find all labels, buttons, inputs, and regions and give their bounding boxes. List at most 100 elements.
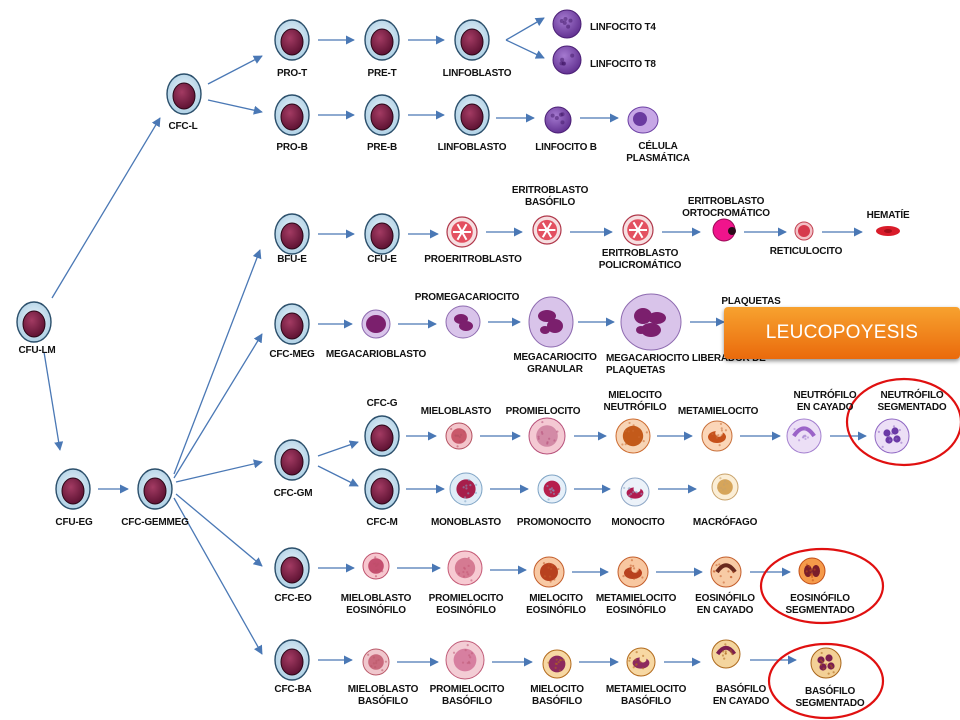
cell-cfu-lm bbox=[17, 302, 51, 342]
label-promielocito-eo: PROMIELOCITO EOSINÓFILO bbox=[429, 593, 504, 617]
cell-linfoblasto-b bbox=[455, 95, 489, 135]
cell-cfc-l bbox=[167, 74, 201, 114]
cell-cfc-eo bbox=[275, 548, 309, 588]
cell-cfu-e bbox=[365, 214, 399, 254]
cell-celula-plasmatica bbox=[628, 107, 658, 133]
arrow-13 bbox=[174, 250, 260, 474]
label-promonocito: PROMONOCITO bbox=[517, 517, 591, 529]
cell-hematie bbox=[876, 226, 900, 236]
label-megacarioblasto: MEGACARIOBLASTO bbox=[326, 349, 426, 361]
label-promielocito-ba: PROMIELOCITO BASÓFILO bbox=[430, 684, 505, 708]
label-linfoblasto-b: LINFOBLASTO bbox=[438, 142, 507, 154]
cell-cfc-gemmeg bbox=[138, 469, 172, 509]
arrow-31 bbox=[318, 466, 358, 486]
label-pro-t: PRO-T bbox=[277, 68, 307, 80]
cell-pre-t bbox=[365, 20, 399, 60]
cell-monoblasto bbox=[450, 473, 482, 505]
label-monoblasto: MONOBLASTO bbox=[431, 517, 501, 529]
cell-monocito bbox=[621, 478, 649, 506]
cell-promegacariocito bbox=[446, 306, 480, 338]
label-metamielocito-eo: METAMIELOCITO EOSINÓFILO bbox=[596, 593, 676, 617]
label-metamielocito: METAMIELOCITO bbox=[678, 406, 758, 418]
label-hematie: HEMATÍE bbox=[867, 210, 910, 222]
cell-metamielocito-eo bbox=[618, 557, 648, 587]
label-monocito: MONOCITO bbox=[611, 517, 664, 529]
label-promielocito: PROMIELOCITO bbox=[506, 406, 581, 418]
cell-cfc-meg bbox=[275, 304, 309, 344]
cell-metamielocito-ba bbox=[627, 648, 655, 676]
label-celula-plasmatica: CÉLULA PLASMÁTICA bbox=[626, 141, 690, 165]
cell-mielocito-eo bbox=[534, 557, 564, 587]
cell-linfoblasto-t bbox=[455, 20, 489, 60]
cell-macrofago bbox=[712, 474, 738, 500]
arrow-14 bbox=[174, 334, 262, 478]
arrow-16 bbox=[176, 494, 262, 566]
label-mielocito-eo: MIELOCITO EOSINÓFILO bbox=[526, 593, 586, 617]
cell-proeritroblasto bbox=[447, 217, 477, 247]
arrow-0 bbox=[52, 118, 160, 298]
cell-eosinofilo-cayado bbox=[711, 557, 741, 587]
label-proeritroblasto: PROERITROBLASTO bbox=[424, 254, 521, 266]
label-promegacariocito: PROMEGACARIOCITO bbox=[415, 292, 519, 304]
arrow-3 bbox=[208, 100, 262, 112]
cell-pro-t bbox=[275, 20, 309, 60]
label-bfu-e: BFU-E bbox=[277, 254, 307, 266]
cell-reticulocito bbox=[795, 222, 813, 240]
cell-mieloblasto-ba bbox=[363, 649, 389, 675]
label-linfoblasto-t: LINFOBLASTO bbox=[443, 68, 512, 80]
label-megacariocito-granular: MEGACARIOCITO GRANULAR bbox=[513, 352, 596, 376]
label-cfc-l: CFC-L bbox=[169, 121, 198, 133]
cell-cfc-ba bbox=[275, 640, 309, 680]
cell-neutrofilo-cayado bbox=[787, 419, 821, 453]
label-neutrofilo-segmentado: NEUTRÓFILO SEGMENTADO bbox=[878, 390, 947, 414]
label-linfocito-b: LINFOCITO B bbox=[535, 142, 597, 154]
cell-mieloblasto-eo bbox=[363, 553, 389, 579]
label-mieloblasto-eo: MIELOBLASTO EOSINÓFILO bbox=[341, 593, 411, 617]
cell-mieloblasto bbox=[446, 423, 472, 449]
label-cfu-lm: CFU-LM bbox=[18, 345, 55, 357]
cell-neutrofilo-segmentado bbox=[875, 419, 909, 453]
label-cfc-ba: CFC-BA bbox=[274, 684, 311, 696]
cell-cfc-m bbox=[365, 469, 399, 509]
label-neutrofilo-cayado: NEUTRÓFILO EN CAYADO bbox=[794, 390, 857, 414]
cell-basofilo-cayado bbox=[712, 640, 740, 668]
label-pre-t: PRE-T bbox=[367, 68, 396, 80]
label-mieloblasto: MIELOBLASTO bbox=[421, 406, 491, 418]
label-macrofago: MACRÓFAGO bbox=[693, 517, 757, 529]
label-cfc-g: CFC-G bbox=[367, 398, 398, 410]
label-pro-b: PRO-B bbox=[276, 142, 307, 154]
label-cfu-e: CFU-E bbox=[367, 254, 397, 266]
label-linfocito-t8: LINFOCITO T8 bbox=[590, 59, 656, 71]
cell-megacarioblasto bbox=[362, 310, 390, 338]
cell-eritroblasto-ortocromatico bbox=[713, 219, 736, 241]
label-metamielocito-ba: METAMIELOCITO BASÓFILO bbox=[606, 684, 686, 708]
cell-eritroblasto-basofilo bbox=[533, 216, 561, 244]
cell-mielocito-neutrofilo bbox=[616, 419, 650, 453]
cell-linfocito-b bbox=[545, 107, 571, 133]
cell-pro-b bbox=[275, 95, 309, 135]
arrow-6 bbox=[506, 18, 544, 40]
cell-promielocito-eo bbox=[448, 551, 482, 585]
label-eosinofilo-cayado: EOSINÓFILO EN CAYADO bbox=[695, 593, 755, 617]
arrow-15 bbox=[176, 462, 262, 482]
leucopoyesis-banner[interactable]: LEUCOPOYESIS bbox=[724, 307, 960, 359]
label-linfocito-t4: LINFOCITO T4 bbox=[590, 22, 656, 34]
cell-eosinofilo-segmentado bbox=[799, 558, 825, 584]
label-cfu-eg: CFU-EG bbox=[55, 517, 92, 529]
arrow-30 bbox=[318, 442, 358, 456]
label-mieloblasto-ba: MIELOBLASTO BASÓFILO bbox=[348, 684, 418, 708]
label-reticulocito: RETICULOCITO bbox=[770, 246, 842, 258]
label-eritroblasto-policromatico: ERITROBLASTO POLICROMÁTICO bbox=[599, 248, 681, 272]
label-mielocito-neutrofilo: MIELOCITO NEUTRÓFILO bbox=[604, 390, 667, 414]
cell-bfu-e bbox=[275, 214, 309, 254]
cell-cfc-g bbox=[365, 416, 399, 456]
label-pre-b: PRE-B bbox=[367, 142, 397, 154]
cell-pre-b bbox=[365, 95, 399, 135]
label-eritroblasto-ortocromatico: ERITROBLASTO ORTOCROMÁTICO bbox=[682, 196, 770, 220]
arrow-1 bbox=[44, 352, 60, 450]
label-cfc-m: CFC-M bbox=[366, 517, 397, 529]
cell-cfu-eg bbox=[56, 469, 90, 509]
cell-promielocito bbox=[529, 418, 565, 454]
cell-megacariocito-granular bbox=[529, 297, 573, 347]
cell-metamielocito bbox=[702, 421, 732, 451]
